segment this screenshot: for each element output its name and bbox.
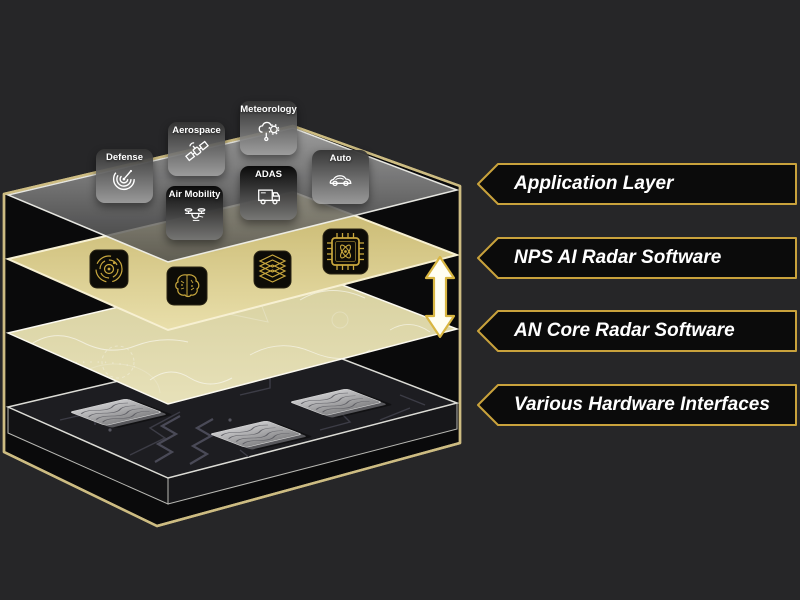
app-tile-auto: Auto — [312, 150, 369, 204]
app-tile-label: Meteorology — [240, 104, 297, 115]
app-tile-adas: ADAS — [240, 166, 297, 220]
meteorology-icon — [258, 121, 279, 142]
radar-scope-icon — [89, 249, 129, 289]
hardware-layer-surface — [5, 339, 460, 505]
app-tile-air-mobility: Air Mobility — [166, 186, 223, 240]
layer-label-nps-ai: NPS AI Radar Software — [476, 237, 798, 279]
layer-label-application: Application Layer — [476, 163, 798, 205]
layer-label-text: Various Hardware Interfaces — [514, 394, 770, 415]
ai-brain-icon — [166, 266, 208, 306]
app-tile-aerospace: Aerospace — [168, 122, 225, 176]
app-tile-label: Auto — [329, 153, 352, 164]
circuit-zigzag — [154, 415, 214, 465]
plate-shape — [477, 384, 797, 426]
defense-radar-icon — [112, 168, 135, 191]
app-tile-label: Aerospace — [172, 125, 221, 136]
layer-label-text: AN Core Radar Software — [514, 320, 735, 341]
app-tile-defense: Defense — [96, 149, 153, 203]
aerospace-satellite-icon — [184, 140, 209, 162]
plate-shape — [477, 237, 797, 279]
app-tile-label: Defense — [106, 152, 143, 163]
layer-label-text: Application Layer — [514, 173, 674, 194]
hardware-chip — [70, 388, 392, 450]
app-tile-meteorology: Meteorology — [240, 101, 297, 155]
layer-stack-icon — [253, 250, 292, 289]
layer-label-hardware: Various Hardware Interfaces — [476, 384, 798, 426]
adas-truck-icon — [257, 189, 280, 205]
air-mobility-evtol-icon — [184, 208, 205, 221]
plate-shape — [477, 163, 797, 205]
app-tile-label: Air Mobility — [168, 189, 221, 200]
chip-atom-icon — [322, 228, 369, 275]
plate-shape — [477, 310, 797, 352]
app-tile-label: ADAS — [255, 169, 282, 180]
auto-car-icon — [329, 175, 351, 187]
bidirectional-arrow-icon — [424, 255, 456, 339]
layer-label-text: NPS AI Radar Software — [514, 247, 722, 268]
layer-label-an-core: AN Core Radar Software — [476, 310, 798, 352]
